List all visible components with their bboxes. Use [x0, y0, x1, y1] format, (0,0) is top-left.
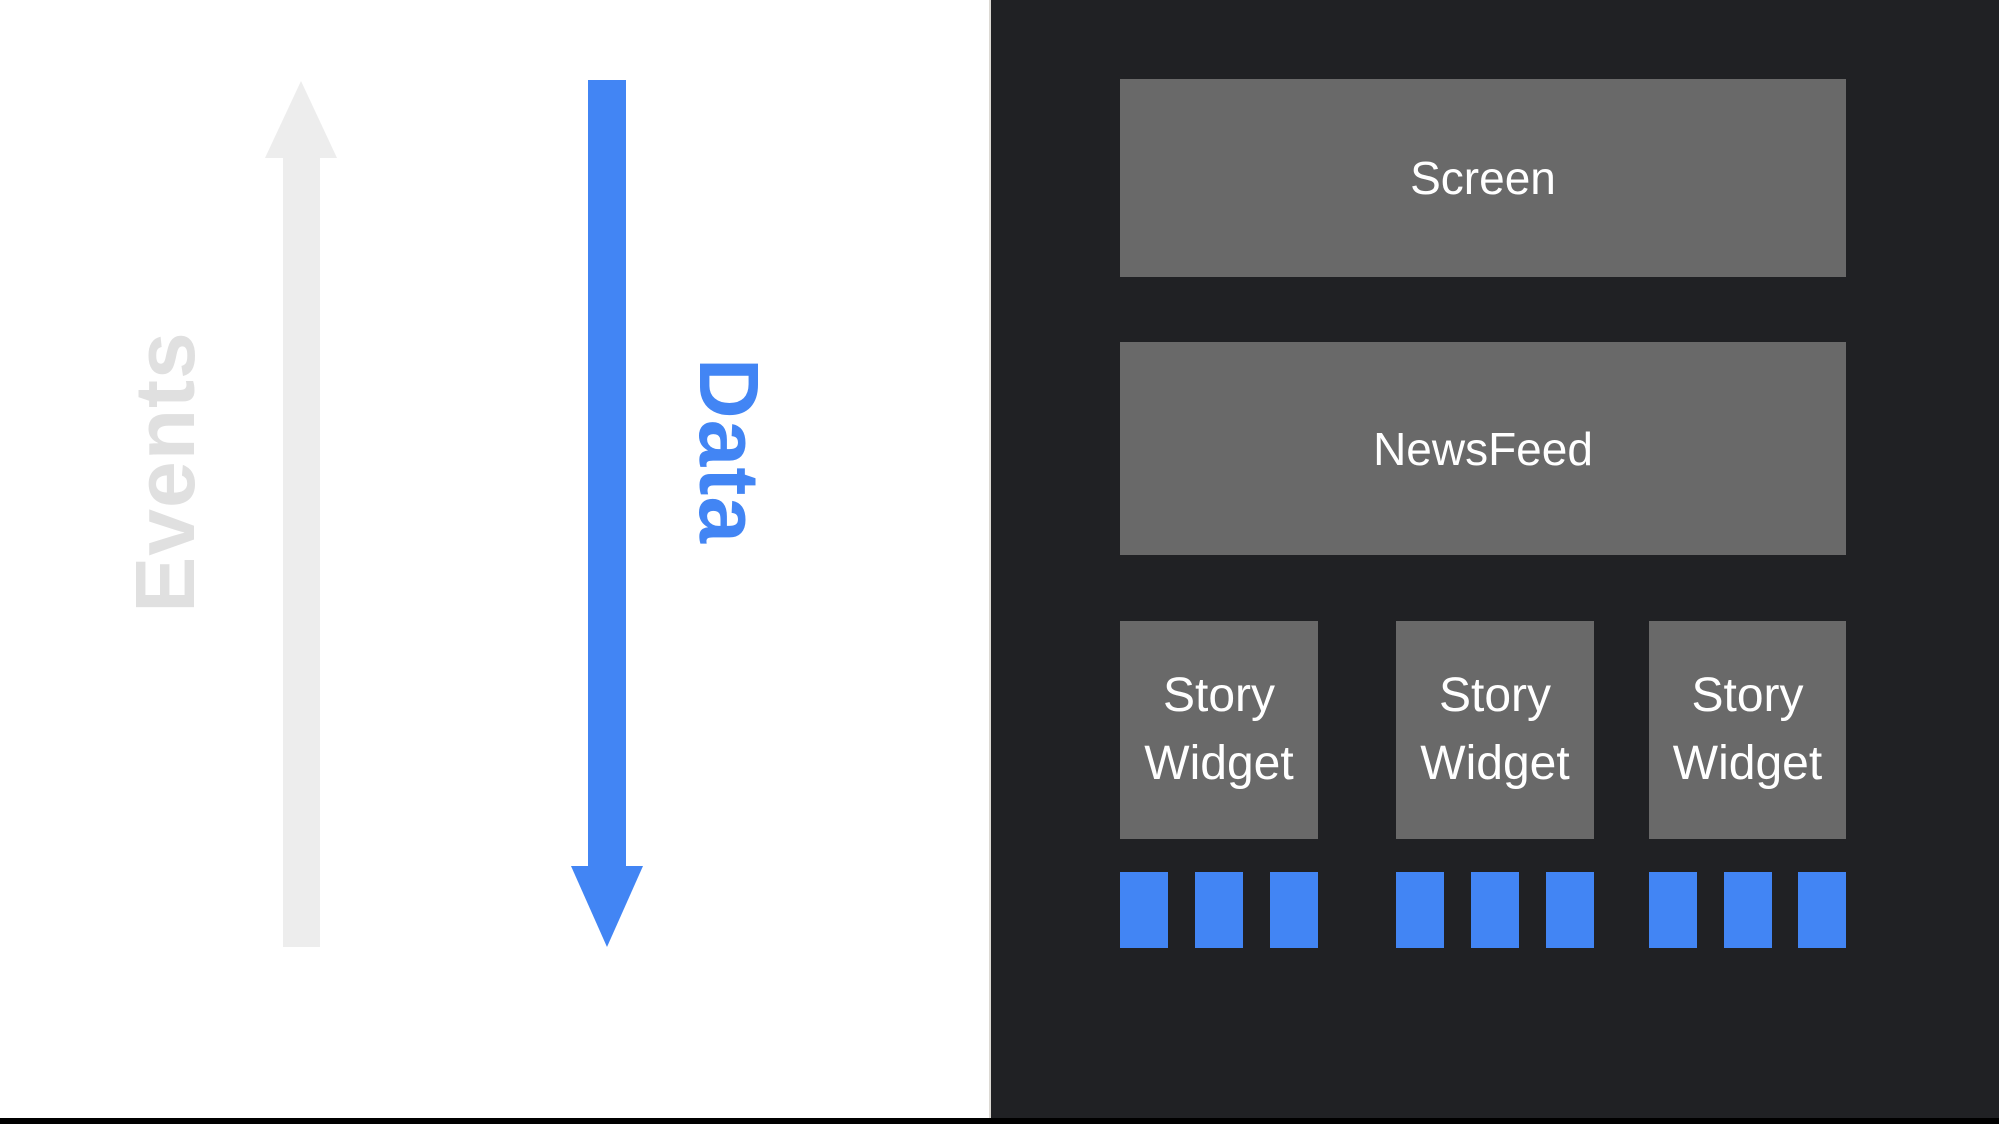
up-arrow-shaft	[283, 156, 320, 947]
newsfeed-box-label: NewsFeed	[1373, 422, 1593, 475]
newsfeed-box: NewsFeed	[1120, 342, 1846, 555]
story-items-row-1	[1120, 872, 1318, 948]
story-item-square	[1120, 872, 1168, 948]
story-widget-box-3: Story Widget	[1649, 621, 1846, 839]
story-item-square	[1649, 872, 1697, 948]
story-item-square	[1396, 872, 1444, 948]
story-widget-label: Story Widget	[1144, 668, 1294, 790]
down-arrow-shaft	[588, 80, 626, 867]
story-widget-box-2: Story Widget	[1396, 621, 1594, 839]
story-item-square	[1798, 872, 1846, 948]
story-widget-box-1: Story Widget	[1120, 621, 1318, 839]
story-items-row-2	[1396, 872, 1594, 948]
screen-box-label: Screen	[1410, 152, 1556, 204]
screen-box: Screen	[1120, 79, 1846, 277]
up-arrow-head-icon	[265, 81, 337, 158]
story-items-row-3	[1649, 872, 1846, 948]
story-item-square	[1471, 872, 1519, 948]
story-item-square	[1270, 872, 1318, 948]
bottom-divider	[0, 1118, 1999, 1124]
story-item-square	[1723, 872, 1772, 948]
story-item-square	[1195, 872, 1243, 948]
events-label: Events	[118, 331, 212, 613]
flow-pane: Events Data	[0, 0, 990, 1118]
story-item-square	[1546, 872, 1594, 948]
story-widget-label: Story Widget	[1672, 668, 1823, 790]
data-label: Data	[682, 357, 776, 545]
story-widget-label: Story Widget	[1420, 668, 1570, 790]
down-arrow-head-icon	[571, 866, 643, 947]
